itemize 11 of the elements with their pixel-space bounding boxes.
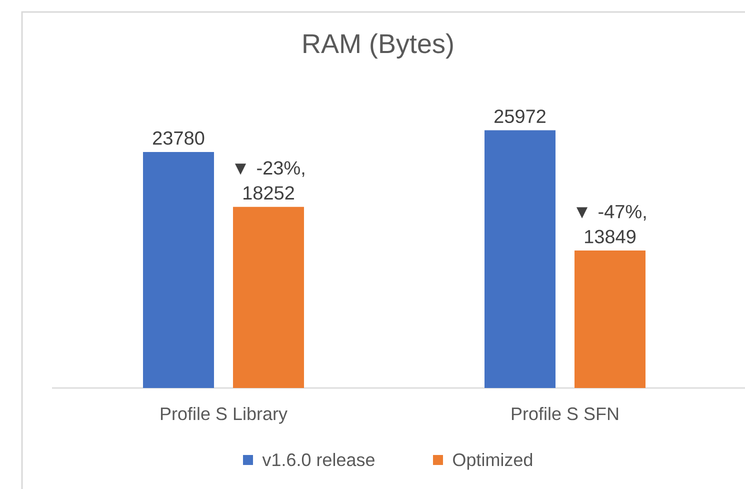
legend-label: v1.6.0 release [262,452,374,466]
value-label: ▼ -47%, 13849 [576,204,646,244]
category-label: Profile S Library [160,406,288,424]
legend-label: Optimized [453,452,532,470]
chart-title: RAM (Bytes) [304,33,453,59]
value-label: 23780 [153,131,204,145]
value-label: 25972 [494,110,546,124]
text: ▼ -23%, [234,161,304,177]
category-label: Profile S SFN [512,406,618,420]
value-label: ▼ -23%, 18252 [234,161,304,200]
text: ▼ -47%, [576,204,646,221]
